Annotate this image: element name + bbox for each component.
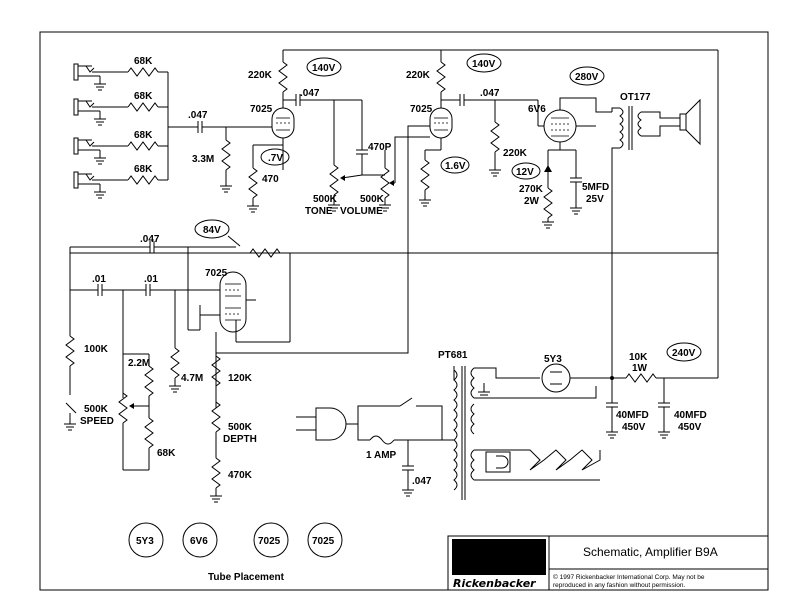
cathode-cap-6v6-volt: 25V bbox=[586, 194, 604, 205]
tube-v2-label: 7025 bbox=[410, 104, 433, 115]
rectifier-label: 5Y3 bbox=[544, 354, 562, 365]
filter-cap-1: 40MFD bbox=[616, 410, 649, 421]
volt-140v-1: 140V bbox=[312, 63, 336, 74]
page-border bbox=[39, 31, 769, 591]
speed-pot-label: SPEED bbox=[80, 416, 114, 427]
tone-cap-label: 470P bbox=[368, 142, 392, 153]
power-transformer-label: PT681 bbox=[438, 350, 468, 361]
tube-v3-label: 7025 bbox=[205, 268, 228, 279]
tube-v1: 7025 470 bbox=[246, 92, 295, 213]
res-68k-2: 68K bbox=[134, 91, 153, 102]
tube-v1-label: 7025 bbox=[250, 104, 273, 115]
trem-res-470k: 470K bbox=[228, 470, 253, 481]
res-68k-4: 68K bbox=[134, 164, 153, 175]
power-supply: PT681 5Y3 10K 1W 240V 40MFD 450V 40 bbox=[296, 342, 718, 500]
trem-cap-top: .047 bbox=[140, 234, 160, 245]
filter-res-watt: 1W bbox=[632, 363, 648, 374]
trem-res-120k: 120K bbox=[228, 373, 253, 384]
filter-res-label: 10K bbox=[629, 352, 648, 363]
line-cap-label: .047 bbox=[412, 476, 432, 487]
fuse-label: 1 AMP bbox=[366, 450, 397, 461]
plate-res-220k-1: 220K bbox=[248, 70, 273, 81]
copyright-line-1: © 1997 Rickenbacker International Corp. … bbox=[553, 573, 705, 581]
res-68k-1: 68K bbox=[134, 56, 153, 67]
cathode-res-470: 470 bbox=[262, 174, 279, 185]
coupling-cap-1: .047 bbox=[300, 88, 320, 99]
filter-cap-1-volt: 450V bbox=[622, 422, 646, 433]
filter-cap-2: 40MFD bbox=[674, 410, 707, 421]
volume-pot-value: 500K bbox=[360, 194, 385, 205]
grid-res-3m3: 3.3M bbox=[192, 154, 214, 165]
tone-network: 470P 500K TONE 500K VOLUME bbox=[305, 100, 430, 217]
placement-tube-1: 5Y3 bbox=[136, 536, 154, 547]
trem-res-4m7: 4.7M bbox=[181, 373, 203, 384]
placement-tube-4: 7025 bbox=[312, 536, 335, 547]
cathode-cap-6v6: 5MFD bbox=[582, 182, 609, 193]
trem-res-68k: 68K bbox=[157, 448, 176, 459]
filter-cap-2-volt: 450V bbox=[678, 422, 702, 433]
logo-script: Rickenbacker bbox=[453, 577, 536, 590]
volt-cathode-2: 1.6V bbox=[445, 161, 466, 172]
output-transformer: OT177 bbox=[611, 92, 701, 378]
input-jacks bbox=[73, 63, 107, 199]
power-stage: 220K 6V6 280V 12V 270K 2W 5MFD 25V bbox=[488, 66, 612, 229]
output-transformer-label: OT177 bbox=[620, 92, 651, 103]
copyright-line-2: reproduced in any fashion without permis… bbox=[553, 582, 685, 589]
logo-mark: RIC bbox=[460, 537, 531, 581]
volt-trem: 84V bbox=[203, 225, 221, 236]
volume-pot-label: VOLUME bbox=[340, 206, 383, 217]
plate-v1: 220K 140V .047 .7V bbox=[248, 50, 362, 166]
rickenbacker-logo: RIC Rickenbacker bbox=[452, 537, 546, 590]
drawing-title: Schematic, Amplifier B9A bbox=[583, 545, 718, 559]
tube-v2: 7025 220K 140V .047 1.6V bbox=[215, 50, 538, 408]
volt-cathode-1: .7V bbox=[268, 153, 283, 164]
plate-res-220k-2: 220K bbox=[406, 70, 431, 81]
depth-pot-value: 500K bbox=[228, 422, 253, 433]
cathode-res-6v6-watt: 2W bbox=[524, 196, 540, 207]
power-plug bbox=[296, 407, 358, 441]
trem-res-2m2: 2.2M bbox=[128, 358, 150, 369]
tube-placement-caption: Tube Placement bbox=[208, 572, 285, 583]
trem-res-100k: 100K bbox=[84, 344, 109, 355]
tone-pot-value: 500K bbox=[313, 194, 338, 205]
power-tube-label: 6V6 bbox=[528, 104, 546, 115]
volt-b-plus: 240V bbox=[672, 348, 696, 359]
placement-tube-3: 7025 bbox=[258, 536, 281, 547]
tremolo-section: 84V .047 .01 .01 7025 bbox=[63, 219, 718, 503]
trem-cap-1: .01 bbox=[92, 274, 106, 285]
input-coupling: .047 3.3M bbox=[168, 110, 272, 193]
volt-6v6-cathode: 12V bbox=[516, 167, 534, 178]
placement-tube-2: 6V6 bbox=[190, 536, 208, 547]
res-68k-3: 68K bbox=[134, 130, 153, 141]
tone-pot-label: TONE bbox=[305, 206, 333, 217]
input-cap-label: .047 bbox=[188, 110, 208, 121]
grid-res-6v6: 220K bbox=[503, 148, 528, 159]
tube-placement: 5Y3 6V6 7025 7025 Tube Placement bbox=[128, 522, 343, 583]
coupling-cap-2: .047 bbox=[480, 88, 500, 99]
volt-6v6-plate: 280V bbox=[575, 72, 599, 83]
cathode-res-6v6: 270K bbox=[519, 184, 544, 195]
depth-pot-label: DEPTH bbox=[223, 434, 257, 445]
volt-140v-2: 140V bbox=[472, 59, 496, 70]
title-block: RIC Rickenbacker Schematic, Amplifier B9… bbox=[447, 535, 769, 591]
trem-cap-2: .01 bbox=[144, 274, 158, 285]
input-resistors: 68K 68K 68K 68K bbox=[92, 56, 169, 185]
speed-pot-value: 500K bbox=[84, 404, 109, 415]
